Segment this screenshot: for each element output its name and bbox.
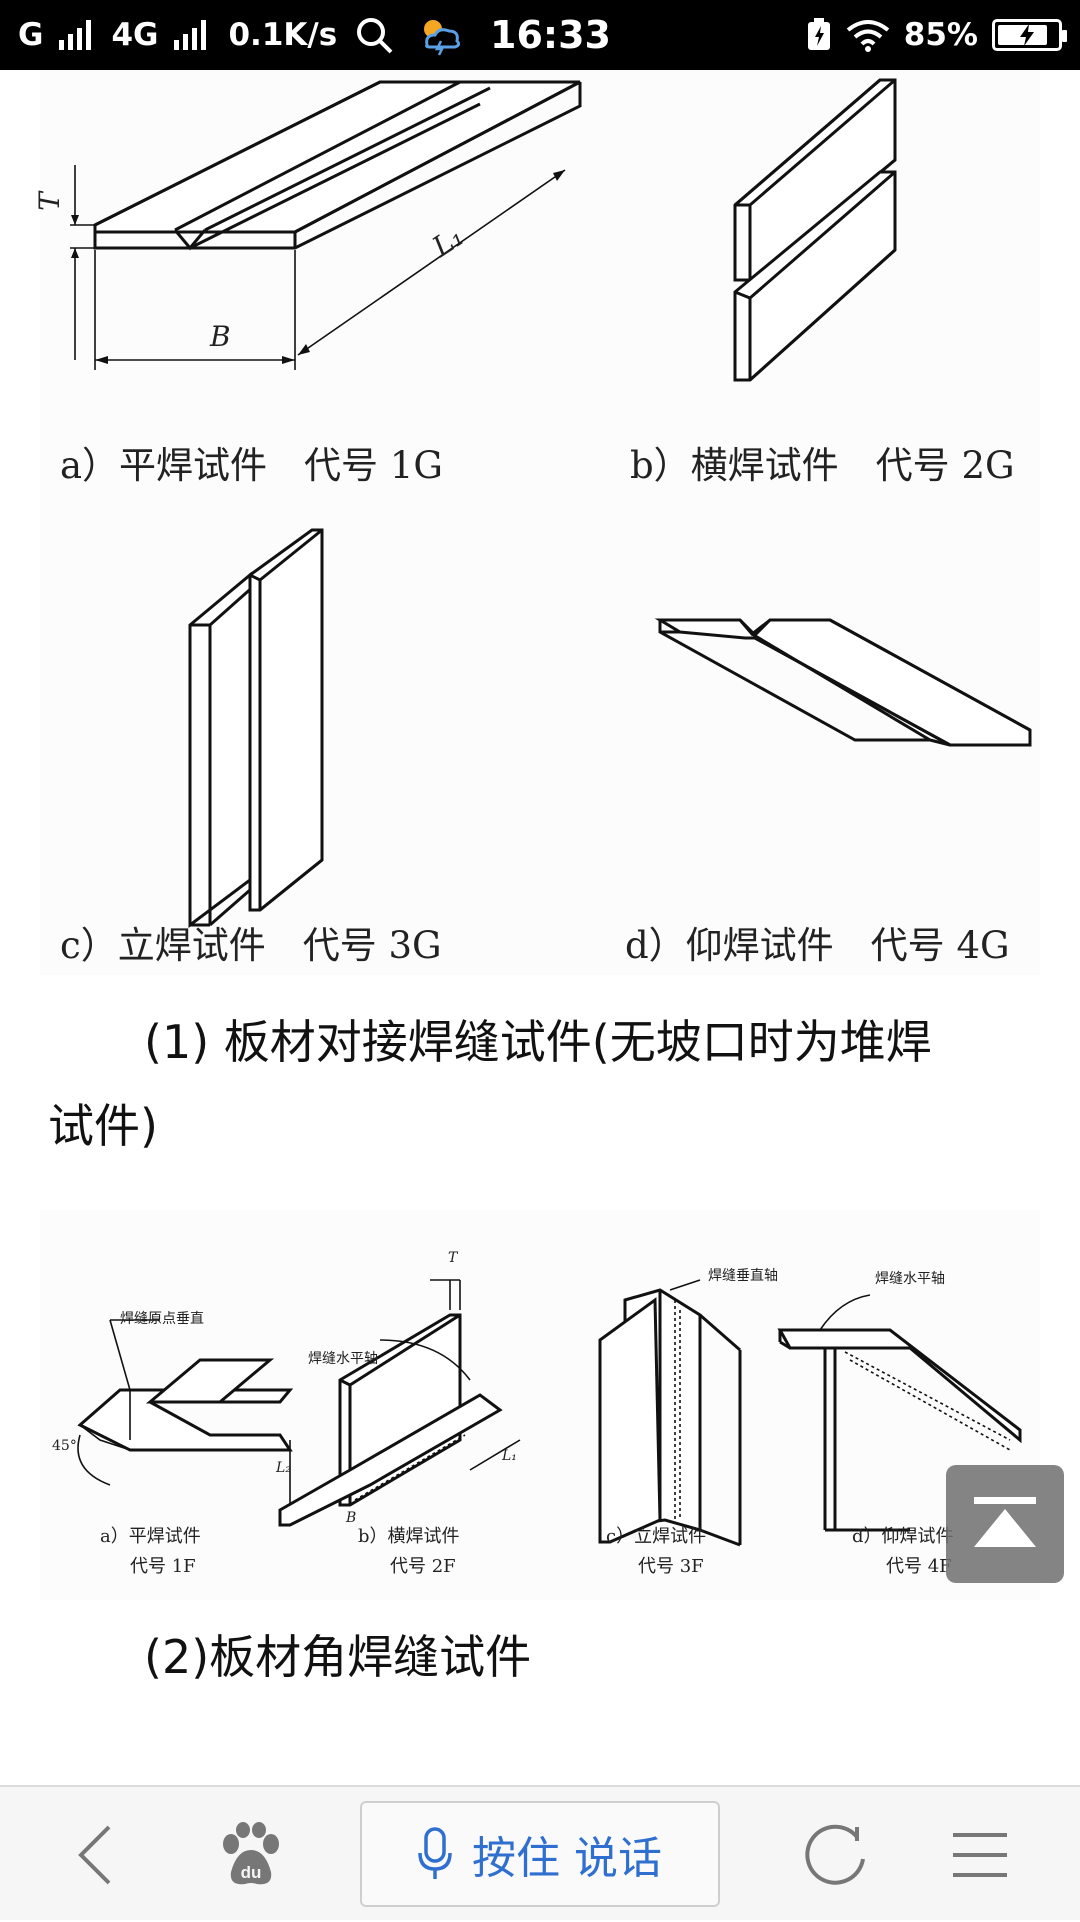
diagram-4f [777,1294,1022,1532]
refresh-button[interactable] [780,1787,890,1922]
caption-fillet-weld: (2)板材角焊缝试件 [144,1630,532,1684]
figure-fillet-weld: 焊缝原点垂直 45° 焊缝水平轴 T B L₁ L₂ [40,1210,1040,1600]
note-angle: 45° [52,1438,77,1454]
label-1g: a）平焊试件 代号 1G [60,444,443,487]
note-1f: 焊缝原点垂直 [120,1311,204,1327]
diagram-3f [598,1279,742,1547]
note-3f: 焊缝垂直轴 [708,1268,778,1284]
label-2g: b）横焊试件 代号 2G [630,444,1015,487]
status-bar: G 4G 0.1K/s 16:33 85% [0,0,1080,70]
baidu-paw-icon: du [223,1821,279,1884]
label-4f-b: 代号 4F [886,1556,952,1577]
battery-icon [992,19,1067,51]
diagram-1f [77,1319,294,1486]
carrier-label: G [18,17,44,53]
label-1f-b: 代号 1F [130,1556,196,1577]
dim-t-2f: T [448,1250,458,1266]
arrow-up-to-top-icon [974,1497,1036,1547]
network-type-label: 4G [111,17,159,53]
net-speed: 0.1K/s [228,17,338,53]
microphone-icon [418,1827,452,1879]
caption-butt-weld-line2: 试件) [48,1099,158,1153]
back-button[interactable] [40,1787,150,1922]
voice-input-button[interactable]: 按住 说话 [360,1801,720,1907]
dim-b-2f: B [346,1510,357,1526]
signal-icon [59,20,92,50]
dim-l2-2f: L₂ [276,1460,291,1476]
caption-butt-weld-line1: (1) 板材对接焊缝试件(无坡口时为堆焊 [144,1015,932,1069]
note-2f: 焊缝水平轴 [308,1351,378,1367]
search-icon [357,18,393,54]
diagram-1g [70,80,582,370]
clock: 16:33 [490,13,611,57]
dim-b: B [210,320,231,353]
dim-t: T [32,192,66,211]
label-2f-b: 代号 2F [390,1556,456,1577]
scroll-to-top-button[interactable] [946,1465,1064,1583]
diagram-2g [733,78,897,382]
bottom-nav: du 按住 说话 [0,1785,1080,1920]
refresh-icon [805,1824,865,1885]
dim-l-2f: L₁ [502,1448,517,1464]
figure-butt-weld: T B L₁ a）平焊试件 代号 1G b）横焊试件 代号 2G [33,70,1040,975]
label-3f-a: c）立焊试件 [606,1526,707,1547]
label-4g: d）仰焊试件 代号 4G [625,924,1010,967]
menu-button[interactable] [925,1787,1035,1922]
chevron-left-icon [78,1825,111,1884]
label-1f-a: a）平焊试件 [100,1526,201,1547]
battery-percent: 85% [903,17,978,53]
charging-icon [807,18,830,50]
signal-icon-2 [174,20,207,50]
weather-thunder-icon [424,20,461,56]
label-3g: c）立焊试件 代号 3G [60,924,442,967]
label-2f-a: b）横焊试件 [358,1526,460,1547]
svg-text:du: du [241,1863,262,1882]
article-content[interactable]: T B L₁ a）平焊试件 代号 1G b）横焊试件 代号 2G [0,70,1080,1785]
diagram-4g [654,618,1032,747]
note-4f: 焊缝水平轴 [875,1271,945,1287]
label-4f-a: d）仰焊试件 [852,1526,954,1547]
voice-input-label: 按住 说话 [472,1833,662,1884]
wifi-icon [846,20,890,52]
label-3f-b: 代号 3F [638,1556,704,1577]
menu-icon [953,1832,1007,1877]
diagram-3g [188,528,324,928]
bolt-icon [1020,24,1034,46]
diagram-2f [278,1279,521,1527]
caption-butt-weld: (1) 板材对接焊缝试件(无坡口时为堆焊 试件) [48,1000,1038,1168]
baidu-home-button[interactable]: du [195,1787,305,1922]
